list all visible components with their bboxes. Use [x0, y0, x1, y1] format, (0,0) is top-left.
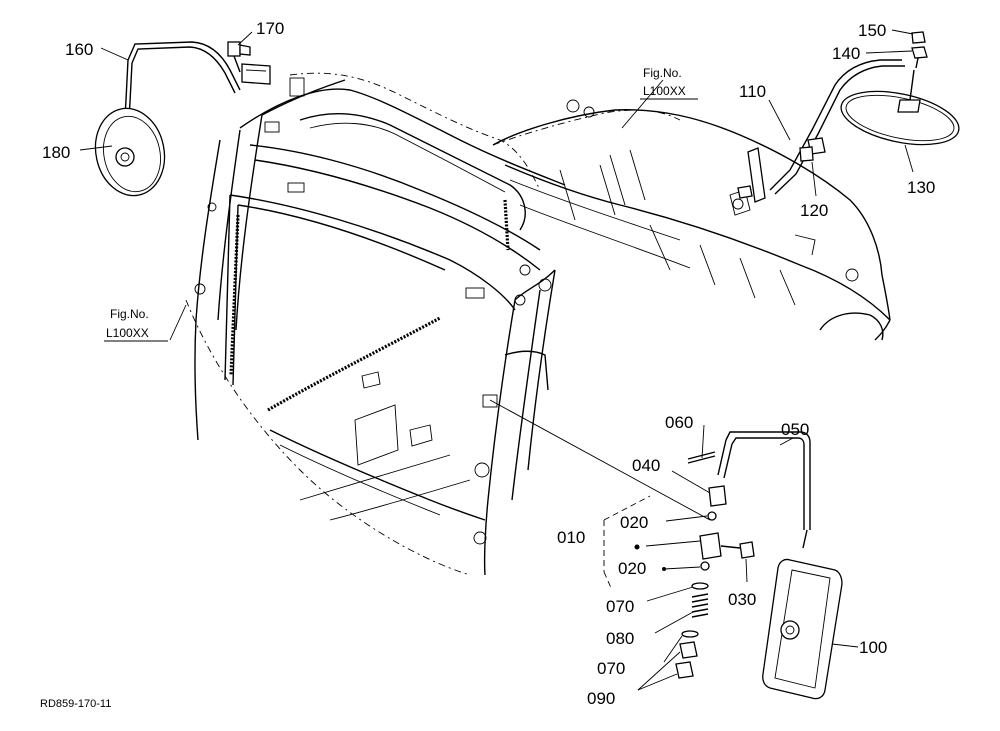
fig-ref-left-line2: L100XX [106, 326, 149, 340]
callout-120: 120 [800, 201, 828, 220]
callout-070-upper: 070 [606, 597, 634, 616]
callout-100: 100 [859, 638, 887, 657]
fig-ref-top: Fig.No. L100XX [640, 66, 698, 100]
callout-160: 160 [65, 40, 93, 59]
rear-roof-section [492, 99, 891, 341]
rect-mirror-assembly [603, 431, 843, 700]
fig-ref-top-line2: L100XX [643, 84, 686, 98]
document-id: RD859-170-11 [40, 698, 111, 710]
callout-130: 130 [907, 178, 935, 197]
callout-140: 140 [832, 44, 860, 63]
callout-180: 180 [42, 143, 70, 162]
callout-050: 050 [781, 420, 809, 439]
callout-080: 080 [606, 629, 634, 648]
bracket-170 [227, 41, 271, 85]
fig-ref-left-line1: Fig.No. [110, 307, 149, 321]
callout-110: 110 [739, 82, 766, 101]
callout-060: 060 [665, 413, 693, 432]
fig-ref-left: Fig.No. L100XX [104, 307, 168, 342]
left-round-mirror [94, 41, 241, 197]
callout-090: 090 [587, 689, 615, 708]
callout-020-upper: 020 [620, 513, 648, 532]
fig-ref-top-line1: Fig.No. [643, 66, 682, 80]
leader-lines [79, 29, 914, 691]
callout-020-lower: 020 [618, 559, 646, 578]
callout-040: 040 [632, 456, 660, 475]
cab-frame [185, 72, 681, 576]
callout-030: 030 [728, 590, 756, 609]
callout-170: 170 [256, 19, 284, 38]
callout-labels: 160 170 180 150 140 110 120 130 060 050 … [42, 19, 935, 708]
right-round-mirror [737, 31, 960, 203]
figure-references: Fig.No. L100XX Fig.No. L100XX [104, 66, 698, 342]
callout-070-lower: 070 [597, 659, 625, 678]
callout-150: 150 [858, 21, 886, 40]
callout-010: 010 [557, 528, 585, 547]
